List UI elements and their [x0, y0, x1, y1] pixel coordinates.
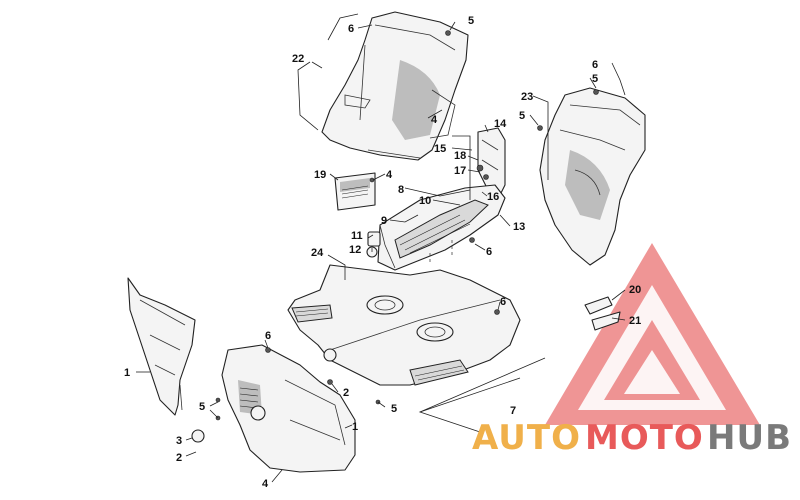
part-19-panel — [334, 172, 376, 211]
callout-9: 9 — [381, 215, 387, 227]
part-23-upper-right-panel — [539, 87, 646, 266]
leader-lines — [136, 13, 626, 483]
callout-12: 12 — [349, 244, 361, 256]
callout-19: 19 — [314, 169, 326, 181]
callout-5: 5 — [391, 403, 397, 415]
callout-4: 4 — [431, 114, 438, 126]
part-14-bracket — [476, 127, 506, 196]
callout-18: 18 — [454, 150, 466, 162]
callout-11: 11 — [351, 230, 363, 242]
callout-6: 6 — [348, 23, 354, 35]
dashed-guides — [429, 240, 453, 262]
watermark-moto: MOTO — [585, 418, 704, 458]
callout-3: 3 — [176, 435, 182, 447]
part-4-lower-left-panel — [191, 344, 356, 473]
callout-4: 4 — [386, 169, 393, 181]
part-22-upper-left-panel — [321, 11, 469, 161]
part-20-trim — [584, 296, 613, 315]
callout-20: 20 — [629, 284, 641, 296]
callout-23: 23 — [521, 91, 533, 103]
part-8-center-console — [366, 184, 506, 271]
watermark-text: AUTO MOTO HUB — [472, 418, 792, 458]
callout-24: 24 — [311, 247, 324, 259]
callout-5: 5 — [519, 110, 525, 122]
fasteners — [215, 30, 599, 421]
callout-14: 14 — [494, 118, 507, 130]
callout-2: 2 — [343, 387, 349, 399]
part-24-floor-tub — [287, 264, 521, 386]
callout-7: 7 — [510, 405, 516, 417]
callout-17: 17 — [454, 165, 466, 177]
callout-22: 22 — [292, 53, 304, 65]
callout-2: 2 — [176, 452, 182, 464]
callout-5: 5 — [199, 401, 205, 413]
callout-5: 5 — [468, 15, 474, 27]
callout-1: 1 — [124, 367, 130, 379]
callout-13: 13 — [513, 221, 525, 233]
watermark-auto: AUTO — [472, 418, 581, 458]
callout-6: 6 — [486, 246, 492, 258]
callout-15: 15 — [434, 143, 446, 155]
callout-1: 1 — [352, 421, 358, 433]
callout-21: 21 — [629, 315, 641, 327]
callout-16: 16 — [487, 191, 499, 203]
callout-6: 6 — [500, 296, 506, 308]
callout-labels: 22 6 5 4 15 18 17 14 16 19 4 8 10 9 11 1… — [124, 15, 641, 490]
callout-6: 6 — [592, 59, 598, 71]
callout-5: 5 — [592, 73, 598, 85]
watermark-logo — [545, 243, 760, 425]
callout-6: 6 — [265, 330, 271, 342]
watermark-hub: HUB — [707, 418, 792, 458]
part-21-trim — [591, 311, 621, 331]
part-1-left-side-panel — [127, 277, 196, 416]
callout-10: 10 — [419, 195, 431, 207]
callout-8: 8 — [398, 184, 404, 196]
callout-4: 4 — [262, 478, 269, 490]
